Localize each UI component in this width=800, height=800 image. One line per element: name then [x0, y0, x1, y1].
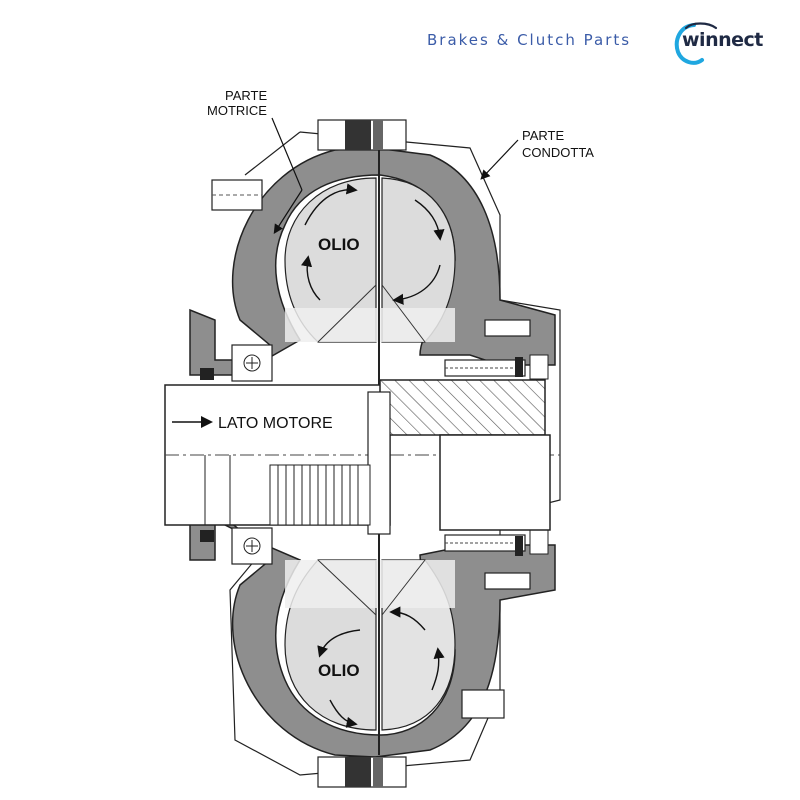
label-olio-top: OLIO [318, 235, 360, 254]
leader-parte-motrice-arrow [273, 189, 303, 235]
shaft-splines [269, 464, 371, 526]
needle-bearing-upper [444, 354, 549, 380]
hub-bore [439, 434, 551, 531]
flow-arrow-bottom-2 [329, 699, 358, 728]
right-plug-top [484, 319, 531, 337]
label-parte-motrice-2: MOTRICE [207, 103, 267, 118]
flow-arrow-bottom-3 [431, 647, 445, 691]
logo-text: winnect [682, 29, 763, 51]
seal-upper [200, 368, 214, 380]
flow-arrow-top-4 [301, 255, 321, 301]
seal-right-upper [515, 357, 523, 377]
bottom-bolt [317, 756, 407, 788]
oil-level-top [285, 308, 455, 342]
seal-lower [200, 530, 214, 542]
flow-arrow-top-2 [414, 199, 445, 241]
left-bolt [211, 179, 263, 211]
brand-tagline: Brakes & Clutch Parts [427, 31, 632, 49]
flow-arrow-bottom-1 [317, 629, 361, 658]
flow-arrow-bottom-4 [389, 606, 426, 631]
label-parte-motrice-1: PARTE [225, 88, 267, 103]
flow-arrow-top-3 [392, 264, 441, 305]
label-parte-condotta-1: PARTE [522, 128, 564, 143]
right-bolt-lower [461, 689, 505, 719]
leader-parte-motrice [271, 117, 303, 191]
winnect-logo[interactable] [672, 20, 772, 66]
bearing-lower [231, 527, 273, 565]
right-plug-bottom [484, 572, 531, 590]
label-olio-bottom: OLIO [318, 661, 360, 680]
bearing-upper [231, 344, 273, 382]
label-lato-motore: LATO MOTORE [218, 415, 333, 432]
oil-level-bottom [285, 560, 455, 608]
top-bolt [317, 119, 407, 151]
flow-arrow-top-1 [304, 183, 358, 226]
seal-right-lower [515, 536, 523, 556]
label-parte-condotta-2: CONDOTTA [522, 145, 594, 160]
hub-hatched [379, 379, 546, 436]
leader-parte-condotta [480, 139, 519, 180]
shaft-step [367, 391, 391, 535]
needle-bearing-lower [444, 529, 549, 555]
